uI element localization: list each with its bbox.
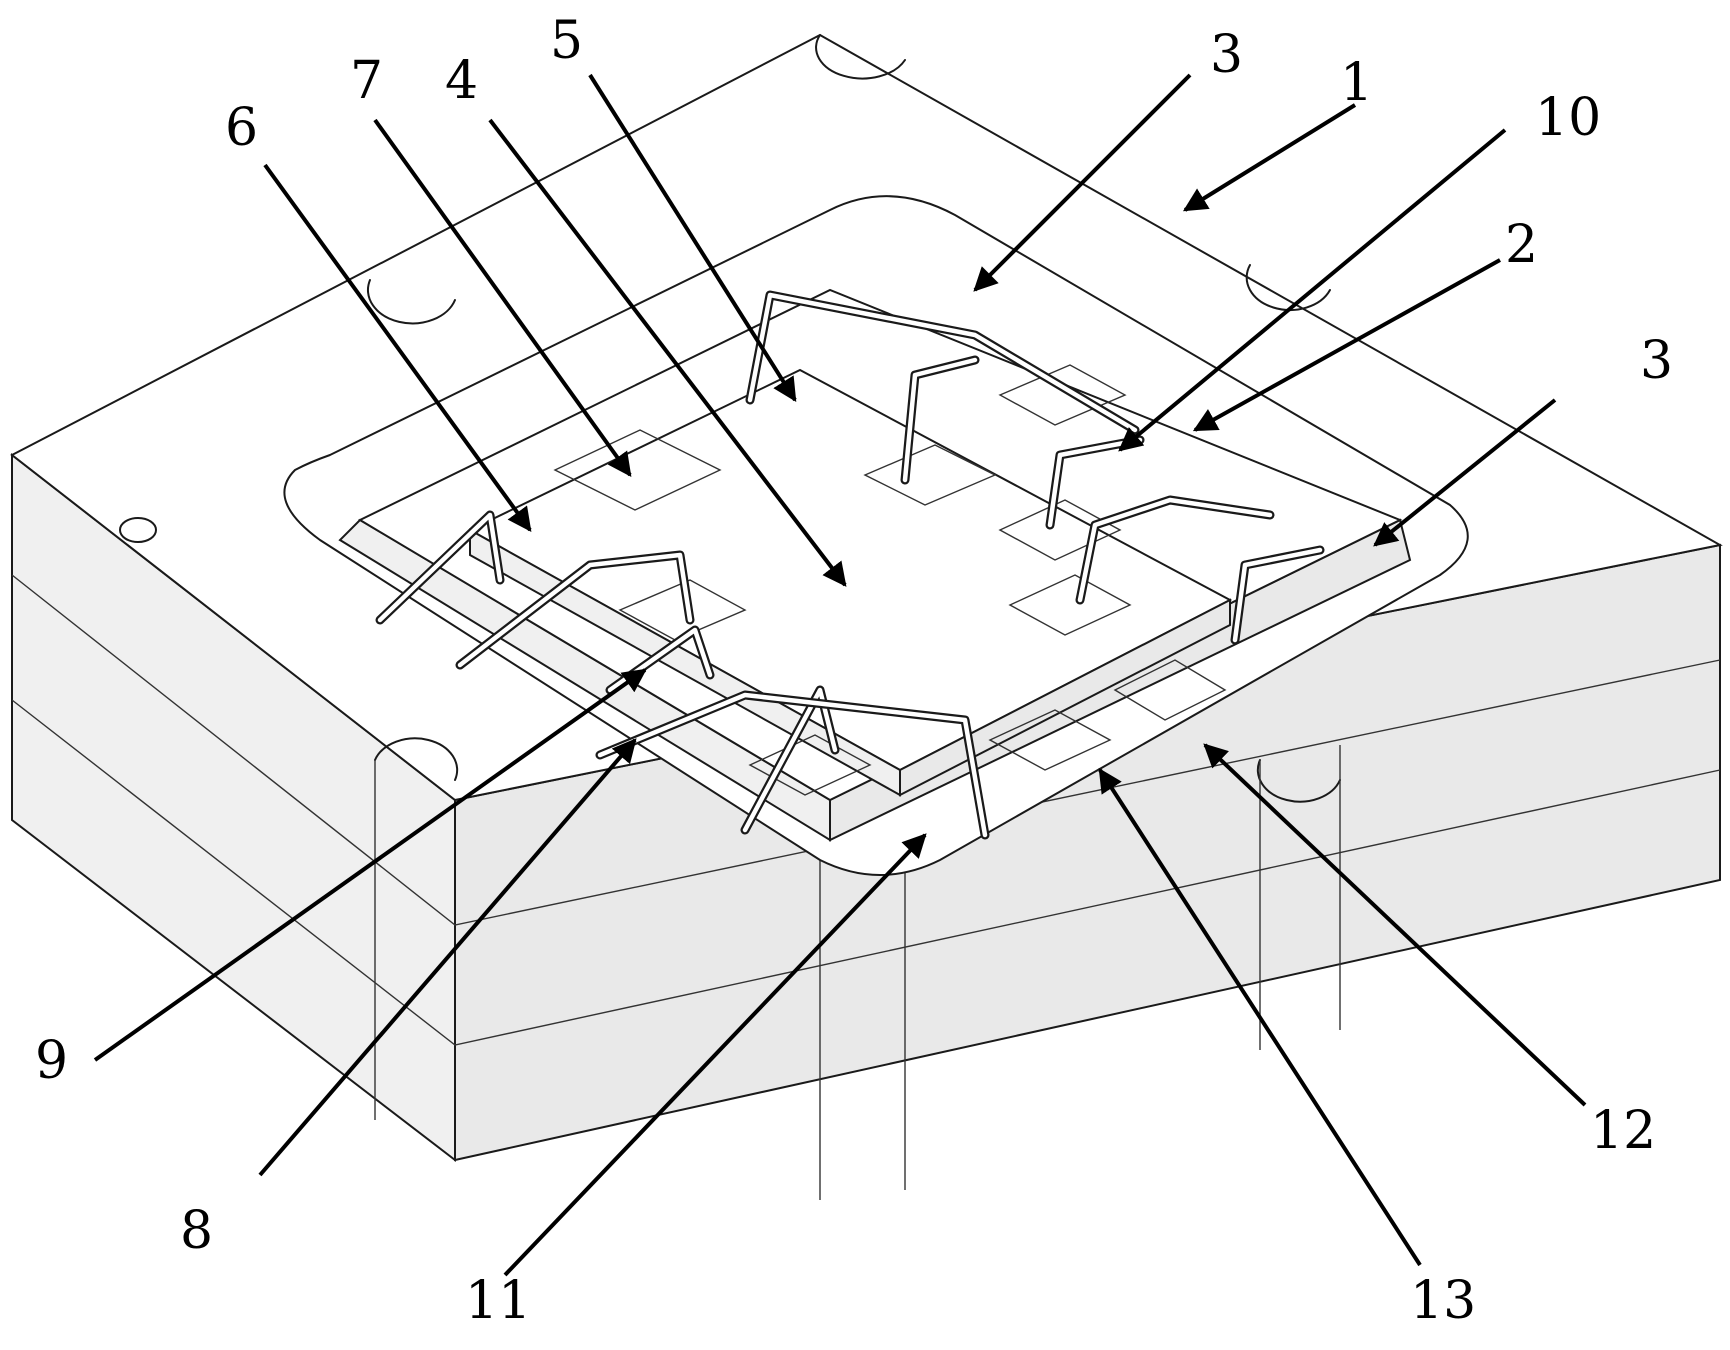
label-6: 6: [225, 98, 258, 158]
pad-13: [988, 709, 1112, 771]
pad-e: [1008, 574, 1132, 636]
castellation-notch-ne: [1245, 264, 1331, 311]
alignment-hole: [119, 517, 157, 543]
leader-10: [1118, 128, 1507, 452]
leader-9: [93, 668, 647, 1062]
leader-11: [503, 833, 927, 1277]
bond-wires: [375, 290, 1325, 840]
chip: [467, 368, 1233, 797]
label-7: 7: [350, 51, 383, 111]
leader-1: [1182, 103, 1357, 212]
pad-12: [1113, 659, 1227, 721]
label-1: 1: [1340, 53, 1373, 113]
castellation-notch-n: [815, 34, 906, 80]
reference-labels: 1 2 3 3 4 5 6 7 8 9 10 11 12 13: [35, 11, 1673, 1331]
pad-d: [998, 499, 1122, 561]
layer-line-2: [11, 699, 1721, 1046]
leader-3b: [1373, 398, 1557, 547]
leader-4: [488, 118, 847, 587]
castellation-notch-se: [1256, 759, 1341, 803]
layer-line-1: [11, 574, 1721, 926]
label-3a: 3: [1210, 25, 1243, 85]
castellation-notch-nw: [367, 279, 456, 325]
label-8: 8: [180, 1201, 213, 1261]
label-11: 11: [465, 1271, 531, 1331]
label-3b: 3: [1640, 331, 1673, 391]
label-4: 4: [445, 51, 478, 111]
leader-12: [1203, 743, 1587, 1107]
chip-side-face-right: [899, 598, 1231, 797]
leader-5: [588, 73, 797, 403]
leader-6: [263, 163, 532, 532]
leader-8: [258, 738, 637, 1177]
label-9: 9: [35, 1031, 68, 1091]
leader-lines: [93, 73, 1587, 1277]
label-10: 10: [1535, 88, 1601, 148]
label-12: 12: [1590, 1101, 1656, 1161]
leader-3a: [973, 73, 1192, 292]
leader-7: [373, 118, 632, 477]
castellation-notch-sw: [374, 737, 459, 781]
leader-2: [1192, 258, 1501, 432]
pad-7: [553, 429, 722, 511]
label-13: 13: [1410, 1271, 1476, 1331]
leader-13: [1098, 767, 1422, 1267]
label-2: 2: [1505, 215, 1538, 275]
pad-a: [618, 579, 747, 641]
label-5: 5: [550, 11, 583, 71]
